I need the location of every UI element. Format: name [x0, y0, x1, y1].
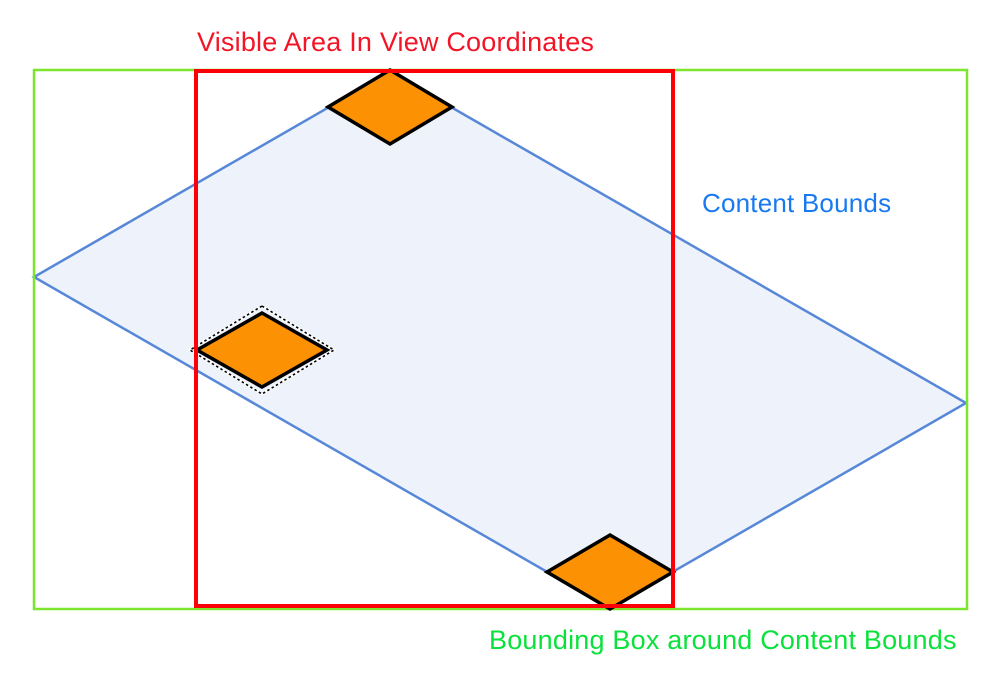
handle-diamond-bottom[interactable]	[543, 532, 677, 612]
handle-diamond-top[interactable]	[324, 67, 456, 147]
visible-area-label: Visible Area In View Coordinates	[197, 27, 595, 57]
content-bounds-label: Content Bounds	[702, 188, 892, 218]
handle-diamond-middle[interactable]	[193, 310, 331, 390]
content-bounds-shape	[31, 70, 969, 610]
visible-area-rect	[194, 69, 675, 608]
bounding-box-label: Bounding Box around Content Bounds	[489, 625, 957, 655]
selection-outline	[188, 305, 336, 395]
